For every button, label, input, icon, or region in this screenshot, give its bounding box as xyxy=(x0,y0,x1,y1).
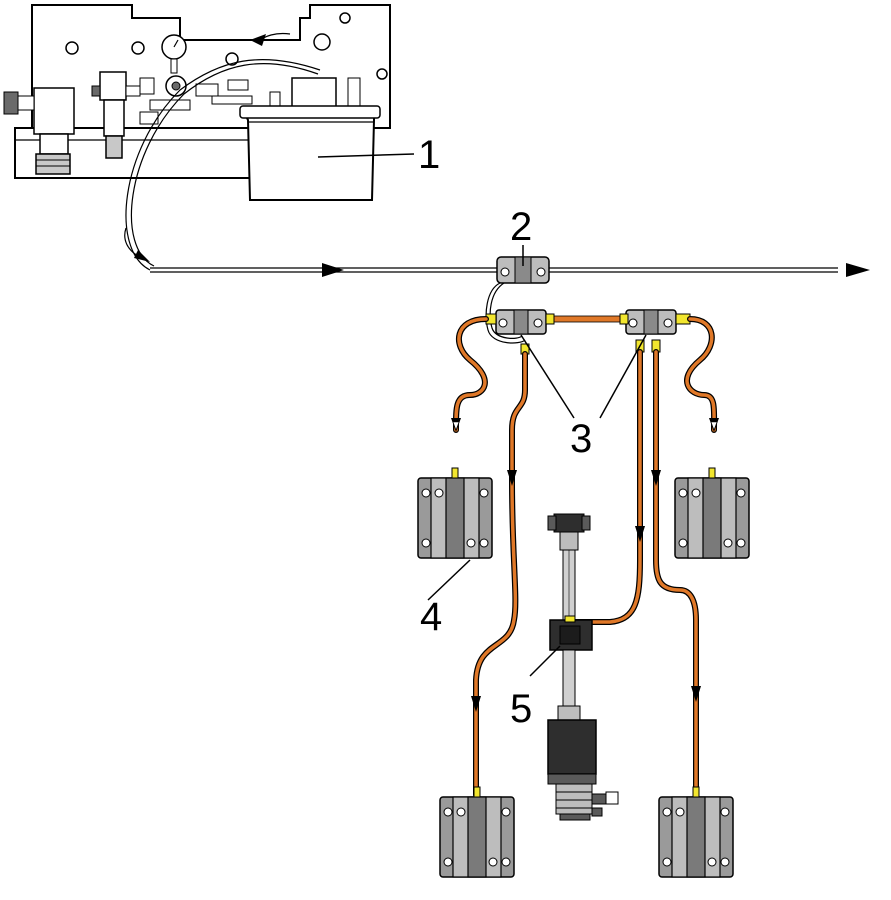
callout-2: 2 xyxy=(510,205,532,249)
callout-4-leader xyxy=(427,559,471,601)
callout-5: 5 xyxy=(510,687,532,731)
distribution-block-icon xyxy=(496,256,550,284)
flow-arrow-icon xyxy=(451,418,719,712)
callout-3-leaders xyxy=(520,334,647,419)
lube-panel-icon xyxy=(3,4,391,201)
callout-5-leader xyxy=(529,645,561,677)
lube-tubes xyxy=(452,316,718,798)
callout-4: 4 xyxy=(420,595,442,639)
ballscrew-assembly-icon xyxy=(547,513,619,821)
callout-1-leader xyxy=(317,153,415,158)
flow-arrow-icon xyxy=(124,32,870,277)
callout-3: 3 xyxy=(570,417,592,461)
callout-1: 1 xyxy=(418,133,440,177)
supply-hose xyxy=(125,59,838,273)
manifold-icon xyxy=(485,309,691,355)
